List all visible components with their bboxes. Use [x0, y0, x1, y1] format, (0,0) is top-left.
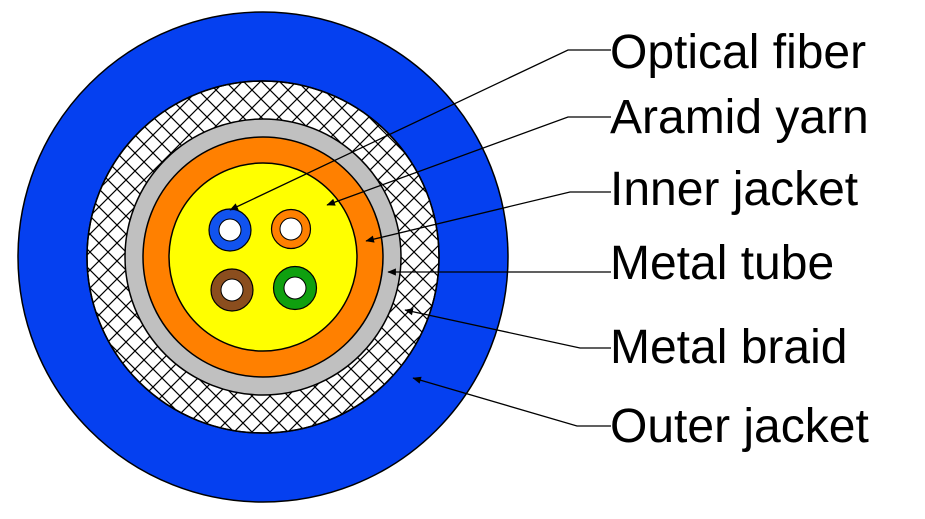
leader-aramid-yarn: [326, 116, 611, 206]
label-metal-braid: Metal braid: [610, 321, 848, 374]
optical-fiber-brown: [210, 268, 254, 312]
fiber-green-core: [283, 276, 307, 300]
fiber-blue-core: [218, 218, 242, 242]
label-outer-jacket: Outer jacket: [610, 400, 869, 453]
fiber-brown-core: [220, 278, 244, 302]
leader-optical-fiber: [229, 49, 611, 211]
optical-fiber-orange: [270, 208, 312, 250]
optical-fiber-green: [272, 265, 318, 311]
optical-fiber-blue: [208, 208, 252, 252]
label-inner-jacket: Inner jacket: [610, 163, 859, 216]
label-optical-fiber: Optical fiber: [610, 26, 867, 79]
aramid-yarn-fill: [168, 162, 358, 352]
leader-outer-jacket: [412, 376, 611, 427]
label-aramid-yarn: Aramid yarn: [610, 91, 869, 144]
label-metal-tube: Metal tube: [610, 237, 835, 290]
leader-inner-jacket: [365, 191, 611, 243]
fiber-orange-core: [279, 217, 303, 241]
leader-metal-braid: [404, 308, 611, 349]
